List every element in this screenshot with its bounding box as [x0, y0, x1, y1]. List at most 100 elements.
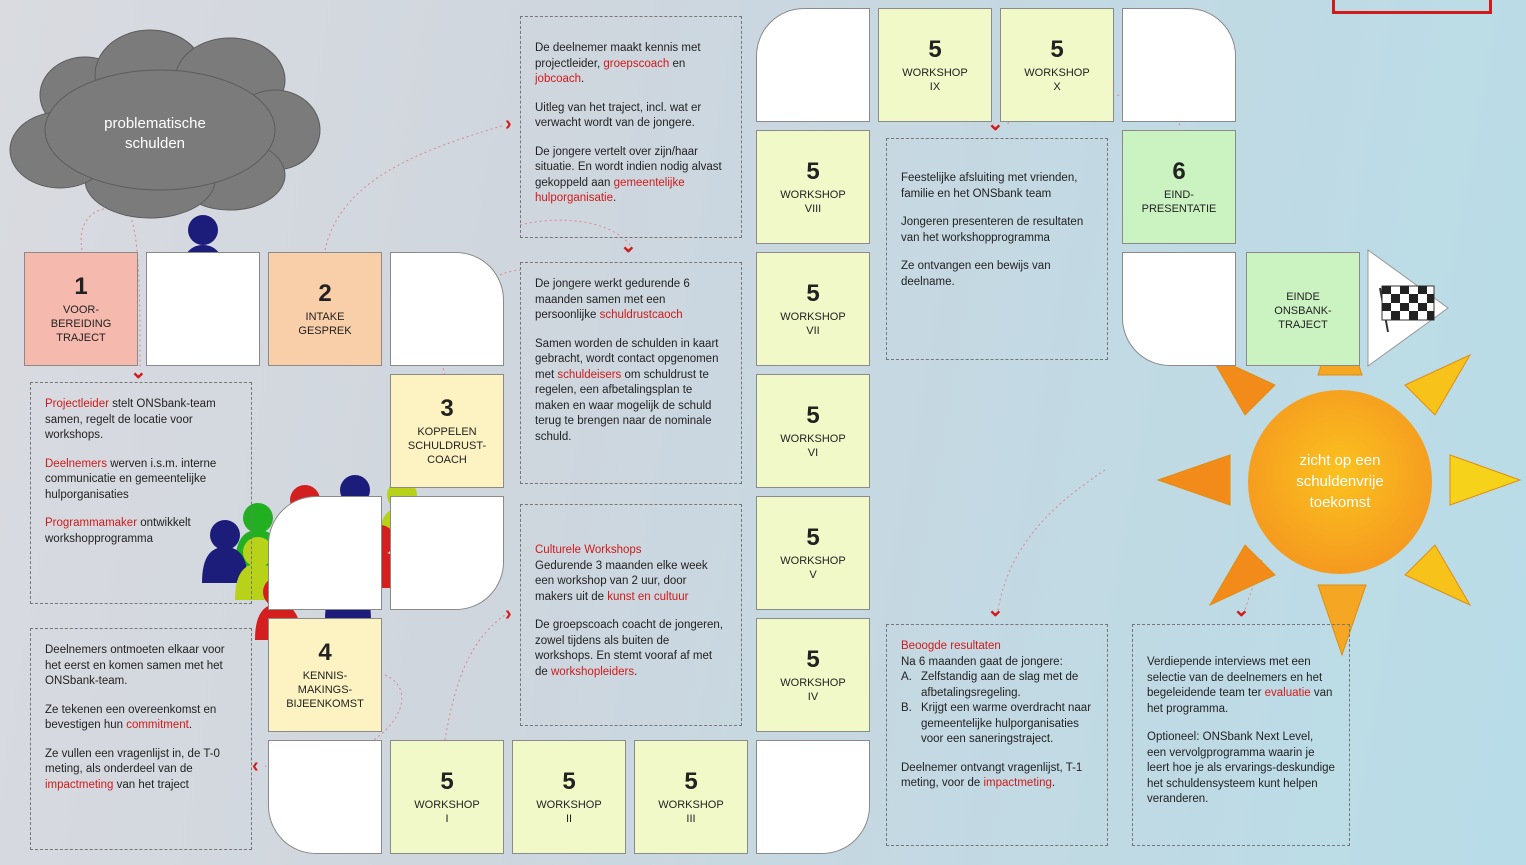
checkered-flag-icon	[1379, 285, 1435, 333]
step-label: WORKSHOP V	[780, 554, 846, 581]
workshop-10-tile: 5 WORKSHOP X	[1000, 8, 1114, 122]
corner-badge	[1332, 0, 1492, 14]
step-number: 4	[318, 638, 332, 666]
text: Krijgt een warme overdracht naar gemeent…	[921, 702, 1092, 745]
step-1-tile: 1 VOOR- BEREIDING TRAJECT	[24, 252, 138, 366]
text: stelt ONSbank-team samen, regelt de loca…	[45, 398, 216, 441]
chevron-down-icon: ⌄	[987, 599, 1004, 621]
step-label: WORKSHOP VIII	[780, 188, 846, 215]
blank-tile	[146, 252, 260, 366]
text: Optioneel: ONSbank Next Level, een vervo…	[1147, 731, 1335, 805]
corner-tile	[1122, 8, 1236, 122]
workshop-1-tile: 5 WORKSHOP I	[390, 740, 504, 854]
connector-2	[324, 124, 506, 251]
text: .	[613, 192, 617, 204]
end-tile: EINDE ONSBANK- TRAJECT	[1246, 252, 1360, 366]
role-programmamaker: Programmamaker	[45, 517, 138, 529]
chevron-down-icon: ⌄	[620, 235, 637, 257]
step-number: 5	[562, 767, 576, 795]
connector-6	[444, 614, 506, 741]
step-4-tile: 4 KENNIS- MAKINGS- BIJEENKOMST	[268, 618, 382, 732]
text: Deelnemers ontmoeten elkaar voor het eer…	[45, 644, 225, 687]
text: Zelfstandig aan de slag met de afbetalin…	[921, 671, 1079, 699]
chevron-right-icon: ›	[505, 113, 512, 135]
text: Verdiepende interviews met een selectie …	[1147, 656, 1323, 699]
step-label: WORKSHOP I	[414, 798, 480, 825]
step-label: WORKSHOP III	[658, 798, 724, 825]
highlight: evaluatie	[1264, 687, 1311, 699]
text: van het traject	[113, 778, 189, 791]
highlight: kunst en cultuur	[607, 590, 689, 603]
text: Jongeren presenteren de resultaten van h…	[901, 216, 1084, 244]
step-label: WORKSHOP VI	[780, 432, 846, 459]
chevron-down-icon: ⌄	[130, 361, 147, 383]
step-label: EINDE ONSBANK- TRAJECT	[1274, 290, 1332, 331]
box-preparation: Projectleider stelt ONSbank-team samen, …	[30, 382, 252, 604]
step-label: EIND- PRESENTATIE	[1141, 188, 1217, 215]
workshop-9-tile: 5 WORKSHOP IX	[878, 8, 992, 122]
corner-tile	[390, 252, 504, 366]
step-number: 5	[806, 279, 820, 307]
text: De groepscoach coacht de jongeren, zowel…	[535, 619, 723, 678]
chevron-left-icon: ‹	[252, 755, 259, 777]
text: .	[634, 665, 638, 678]
box-kennismaking: Deelnemers ontmoeten elkaar voor het eer…	[30, 628, 252, 850]
connector-8	[997, 469, 1106, 611]
step-number: 1	[74, 272, 88, 300]
list-marker: A.	[901, 671, 912, 683]
step-number: 5	[684, 767, 698, 795]
workshop-3-tile: 5 WORKSHOP III	[634, 740, 748, 854]
step-2-tile: 2 INTAKE GESPREK	[268, 252, 382, 366]
step-number: 5	[440, 767, 454, 795]
step-3-tile: 3 KOPPELEN SCHULDRUST- COACH	[390, 374, 504, 488]
workshop-4-tile: 5 WORKSHOP IV	[756, 618, 870, 732]
highlight: schuldeisers	[557, 368, 622, 381]
text: werven i.s.m. interne communicatie en ge…	[45, 457, 217, 501]
box-resultaten: Beoogde resultaten Na 6 maanden gaat de …	[886, 624, 1108, 846]
step-number: 5	[928, 35, 942, 63]
workshop-8-tile: 5 WORKSHOP VIII	[756, 130, 870, 244]
box-intake: De deelnemer maakt kennis met projectlei…	[520, 16, 742, 238]
text: ontwikkelt workshopprogramma	[45, 517, 191, 545]
step-number: 6	[1172, 157, 1186, 185]
corner-tile	[756, 8, 870, 122]
step-number: 5	[806, 157, 820, 185]
text: Ze vullen een vragenlijst in, de T-0 met…	[45, 747, 220, 776]
step-6-tile: 6 EIND- PRESENTATIE	[1122, 130, 1236, 244]
box-evaluatie: Verdiepende interviews met een selectie …	[1132, 624, 1350, 846]
step-number: 5	[806, 523, 820, 551]
step-label: KENNIS- MAKINGS- BIJEENKOMST	[286, 669, 364, 710]
text: De deelnemer maakt kennis met projectlei…	[535, 42, 701, 70]
step-number: 2	[318, 279, 332, 307]
highlight: workshopleiders	[551, 665, 635, 678]
cloud-label: problematische schulden	[104, 115, 206, 152]
highlight: commitment	[126, 719, 189, 731]
step-label: WORKSHOP X	[1024, 66, 1090, 93]
highlight: schuldrustcaoch	[599, 309, 683, 321]
step-label: KOPPELEN SCHULDRUST- COACH	[407, 425, 487, 466]
step-label: WORKSHOP VII	[780, 310, 846, 337]
highlight: groepscoach	[603, 57, 670, 70]
text: Ze ontvangen een bewijs van deelname.	[901, 260, 1051, 288]
text: van het programma.	[1147, 687, 1333, 715]
workshop-5-tile: 5 WORKSHOP V	[756, 496, 870, 610]
step-label: VOOR- BEREIDING TRAJECT	[50, 303, 112, 344]
text: Uitleg van het traject, incl. wat er ver…	[535, 101, 702, 130]
text: en	[669, 57, 686, 70]
box-presentatie: Feestelijke afsluiting met vrienden, fam…	[886, 138, 1108, 360]
corner-tile	[756, 740, 870, 854]
sun-rays	[1156, 303, 1522, 657]
list-marker: B.	[901, 702, 912, 714]
text: Samen worden de schulden in kaart gebrac…	[535, 337, 719, 381]
step-label: WORKSHOP IX	[902, 66, 968, 93]
box-schuldrust: De jongere werkt gedurende 6 maanden sam…	[520, 262, 742, 484]
role-projectleider: Projectleider	[45, 398, 109, 410]
step-number: 5	[806, 645, 820, 673]
role-deelnemers: Deelnemers	[45, 457, 107, 470]
corner-tile	[268, 740, 382, 854]
sun-core	[1248, 390, 1432, 574]
workshop-2-tile: 5 WORKSHOP II	[512, 740, 626, 854]
highlight: jobcoach	[535, 73, 582, 85]
text: Feestelijke afsluiting met vrienden, fam…	[901, 172, 1078, 200]
